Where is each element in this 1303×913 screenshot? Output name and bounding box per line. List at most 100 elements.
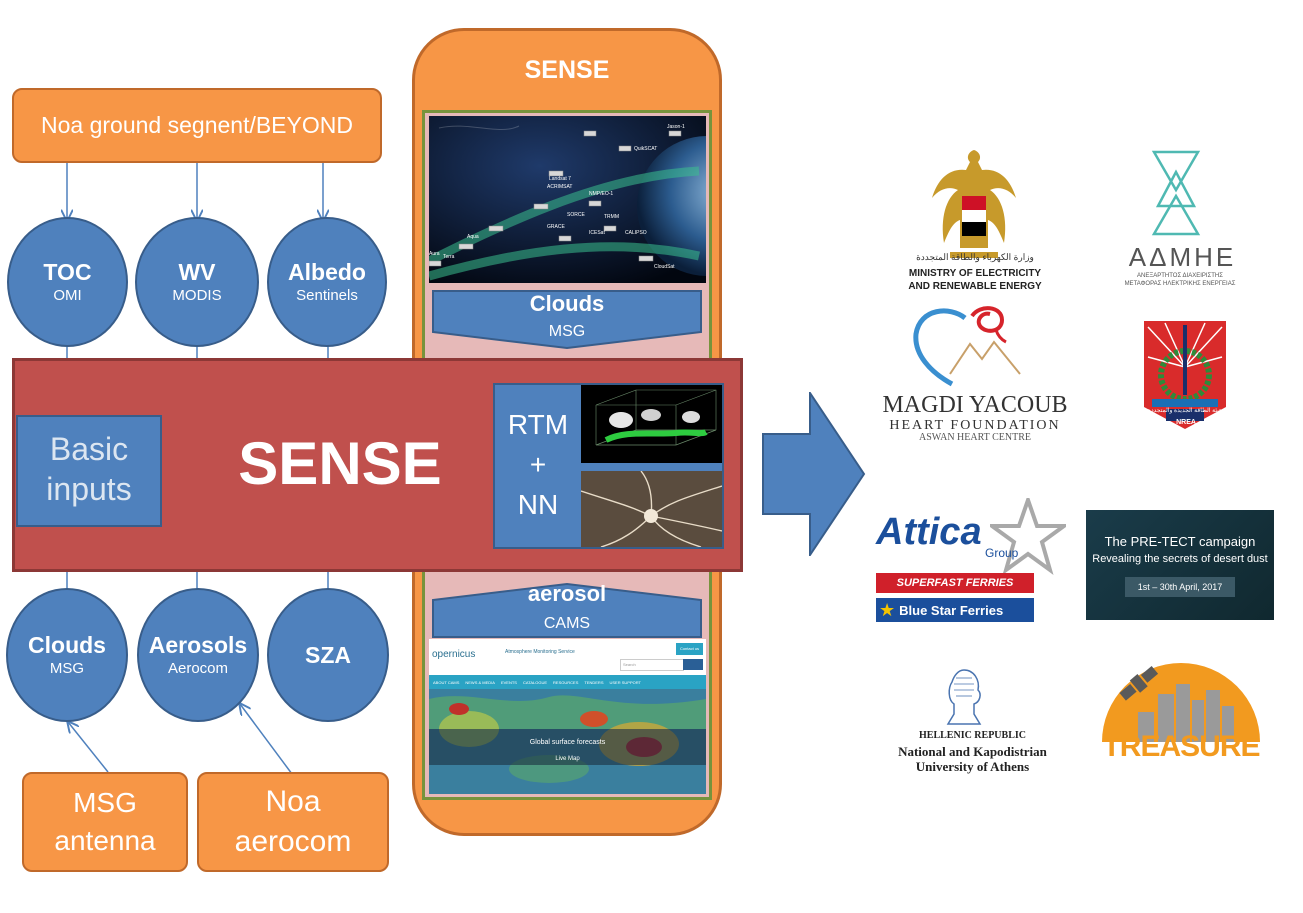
- phone-title: SENSE: [524, 56, 610, 84]
- cams-header: [429, 639, 706, 675]
- wv-title: WV: [178, 259, 216, 285]
- clouds-ribbon-sub: MSG: [548, 323, 586, 340]
- superfast-label: SUPERFAST FERRIES: [896, 577, 1014, 589]
- cams-live-map-link[interactable]: Live Map: [555, 756, 580, 762]
- treasure-emblem: [1102, 663, 1260, 742]
- attica-label: Attica: [876, 511, 982, 553]
- sat-label: CALIPSO: [625, 230, 647, 236]
- uoa-line2: National and Kapodistrian: [898, 744, 1047, 759]
- toc-title: TOC: [43, 259, 92, 285]
- sat-label: Jason-1: [667, 124, 685, 130]
- sat-label: TRMM: [604, 214, 619, 220]
- sat-label: GRACE: [547, 224, 565, 230]
- wv-sub: MODIS: [172, 287, 222, 304]
- sat-label: ACRIMSAT: [547, 184, 572, 190]
- uoa-line1: HELLENIC REPUBLIC: [919, 730, 1026, 741]
- sat-label: SORCE: [567, 212, 585, 218]
- clouds-title: Clouds: [28, 632, 106, 658]
- attica-star-icon: [990, 498, 1066, 576]
- pretect-subtitle: Revealing the secrets of desert dust: [1092, 553, 1268, 565]
- cams-logo: opernicus: [432, 649, 475, 660]
- bluestar-label: Blue Star Ferries: [899, 602, 1004, 618]
- cams-nav-item[interactable]: ABOUT CAMS: [433, 679, 460, 685]
- cams-nav-item[interactable]: EVENTS: [500, 679, 517, 685]
- pretect-date: 1st – 30th April, 2017: [1137, 582, 1223, 592]
- clouds-sub: MSG: [49, 660, 85, 677]
- uoa-line3: University of Athens: [915, 759, 1030, 774]
- satellites-image: Jason-1 QuikSCAT ACRIMSAT Landsat 7 NMP/…: [429, 116, 706, 283]
- clouds-circle: Clouds MSG: [6, 588, 128, 722]
- basic-inputs-line2: inputs: [46, 471, 132, 507]
- plus-line: +: [529, 449, 547, 480]
- msg-antenna-line1: MSG: [73, 787, 137, 818]
- admhe-sub2: ΜΕΤΑΦΟΡΑΣ ΗΛΕΚΤΡΙΚΗΣ ΕΝΕΡΓΕΙΑΣ: [1124, 281, 1236, 287]
- cams-nav-item[interactable]: RESOURCES: [553, 679, 579, 685]
- aerosol-ribbon-sub: CAMS: [543, 615, 591, 632]
- nrea-arabic: هيئة الطاقة الجديدة والمتجددة: [1147, 408, 1223, 414]
- sza-title: SZA: [305, 642, 351, 668]
- bluestar-bar: ★ Blue Star Ferries: [876, 598, 1034, 622]
- sat-label: NMP/EO-1: [589, 191, 613, 197]
- sat-label: Landsat 7: [549, 176, 571, 182]
- aerosols-circle: Aerosols Aerocom: [137, 588, 259, 722]
- big-arrow: [762, 392, 866, 556]
- albedo-circle: Albedo Sentinels: [267, 217, 387, 347]
- noa-aerocom-line1: Noa: [265, 785, 321, 818]
- sat-label: QuikSCAT: [634, 146, 657, 152]
- cams-logo-text: opernicus: [432, 649, 476, 660]
- albedo-title: Albedo: [288, 259, 366, 285]
- magdi-line3: ASWAN HEART CENTRE: [919, 432, 1031, 443]
- admhe-label: ΑΔΜΗΕ: [1128, 242, 1237, 272]
- basic-inputs-line1: Basic: [49, 431, 129, 467]
- treasure-label: TREASURE: [1102, 730, 1260, 763]
- sat-label: Terra: [443, 254, 455, 260]
- cams-forecast-map: [429, 689, 706, 794]
- nrea-label: NREA: [1176, 419, 1196, 426]
- cams-logo-sub: Atmosphere Monitoring Service: [505, 649, 575, 655]
- sat-label: Aura: [429, 251, 440, 257]
- aerosol-ribbon-shape: [432, 582, 702, 638]
- cams-search-button[interactable]: [683, 659, 703, 670]
- wv-circle: WV MODIS: [135, 217, 259, 347]
- clouds-ribbon-title: Clouds: [529, 291, 605, 316]
- pretect-panel: The PRE-TECT campaign Revealing the secr…: [1086, 510, 1274, 620]
- cams-contact-button[interactable]: Contact us: [676, 643, 703, 655]
- basic-inputs-box: Basic inputs: [16, 415, 162, 527]
- noa-aerocom-box: Noa aerocom: [197, 772, 389, 872]
- cams-caption: Global surface forecasts: [529, 739, 606, 746]
- pretect-title: The PRE-TECT campaign: [1104, 534, 1256, 549]
- magdi-line2: HEART FOUNDATION: [889, 418, 1061, 433]
- sat-label: Aqua: [467, 234, 479, 240]
- noa-ground-segment-box: Noa ground segnent/BEYOND: [12, 88, 382, 163]
- nrea-emblem: [1144, 321, 1226, 429]
- neuron-image: [581, 471, 722, 547]
- msg-antenna-box: MSG antenna: [22, 772, 188, 872]
- noa-ground-segment-label: Noa ground segnent/BEYOND: [41, 112, 353, 138]
- cams-nav-item[interactable]: USER SUPPORT: [609, 679, 642, 685]
- nn-line: NN: [517, 489, 559, 520]
- rtm-nn-label: RTM + NN: [497, 405, 579, 525]
- superfast-bar: SUPERFAST FERRIES: [876, 573, 1034, 593]
- egypt-line2: AND RENEWABLE ENERGY: [908, 281, 1042, 292]
- clouds-ribbon-shape: [432, 290, 702, 350]
- pretect-date-box: 1st – 30th April, 2017: [1125, 577, 1235, 597]
- bluestar-star-icon: ★: [879, 599, 896, 620]
- sza-circle: SZA: [267, 588, 389, 722]
- aerosols-sub: Aerocom: [167, 660, 229, 677]
- sat-label: CloudSat: [654, 264, 675, 270]
- rtm-3d-cloud-image: [581, 385, 722, 463]
- attica-group-label: Group: [985, 546, 1019, 560]
- msg-antenna-line2: antenna: [54, 825, 156, 856]
- sat-label: ICESat: [589, 230, 605, 236]
- rtm-line: RTM: [507, 409, 569, 440]
- albedo-sub: Sentinels: [296, 287, 358, 304]
- egypt-line1: MINISTRY OF ELECTRICITY: [908, 268, 1042, 279]
- cams-search-input[interactable]: Search: [620, 659, 684, 671]
- magdi-heart-emblem: [913, 306, 1021, 387]
- cams-nav-item[interactable]: CATALOGUE: [522, 679, 548, 685]
- cams-nav-item[interactable]: TENDERS: [584, 679, 604, 685]
- toc-sub: OMI: [53, 287, 82, 304]
- cams-nav-item[interactable]: NEWS & MEDIA: [465, 679, 495, 685]
- aerosols-title: Aerosols: [148, 632, 248, 658]
- cams-website: opernicus Atmosphere Monitoring Service …: [429, 639, 706, 794]
